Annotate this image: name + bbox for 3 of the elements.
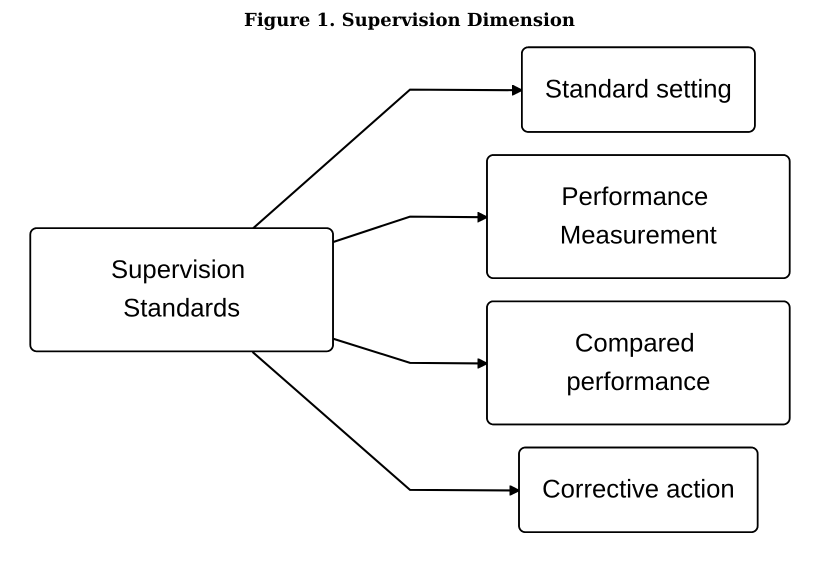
arrow bbox=[251, 351, 520, 496]
arrow bbox=[251, 84, 522, 230]
figure-title: Figure 1. Supervision Dimension bbox=[244, 10, 575, 31]
